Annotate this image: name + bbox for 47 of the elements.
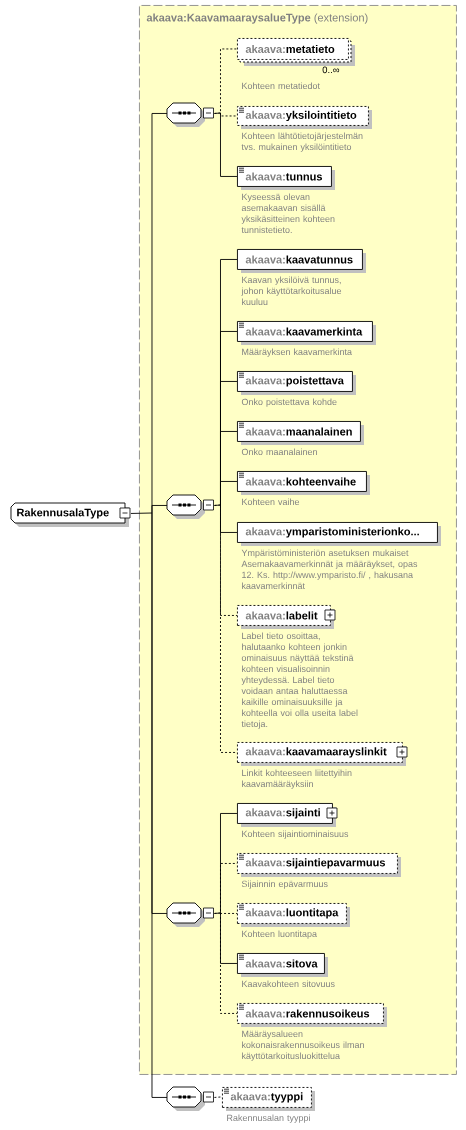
- element-box: akaava:yksilointitieto: [237, 106, 372, 129]
- description-text: Kaavan yksilöivä tunnus, johon käyttötarkoitusalue kuuluu: [241, 276, 342, 306]
- element-box: akaava:tunnus: [237, 166, 335, 190]
- element-box: akaava:kaavamerkinta: [237, 321, 376, 345]
- connector-line: [213, 504, 238, 753]
- element-box: akaava:poistettava: [237, 371, 356, 395]
- element-box: akaava:labelit: [237, 605, 336, 629]
- element-box: akaava:luontitapa: [237, 903, 350, 927]
- description-text: Onko maanalainen: [241, 448, 317, 456]
- element-box: akaava:metatieto: [237, 38, 355, 66]
- element-box: akaava:ymparistoministerionko...: [237, 522, 441, 546]
- description-text: Ympäristöministeriön asetuksen mukaiset Asemakaavamerkinnät ja määräykset, opas 12. Ks. http://www.ymparisto.fi/ , hakusana kaavamerkinnät: [241, 549, 418, 590]
- connector-line: [213, 1096, 223, 1098]
- element-box: akaava:kaavamaarayslinkit: [237, 742, 408, 766]
- connector-line: [213, 112, 238, 177]
- description-text: Kyseessä olevan asemakaavan sisällä yksikäsitteinen kohteen tunnistetieto.: [241, 193, 335, 234]
- element-box: akaava:kaavatunnus: [237, 249, 366, 273]
- description-text: Kohteen vaihe: [242, 498, 300, 506]
- connector-line: [213, 813, 238, 964]
- description-text: Määräysalueen kokonaisrakennusoikeus ilman käyttötarkoitusluokittelua: [242, 1030, 364, 1061]
- element-box: akaava:sijaintiepavarmuus: [237, 853, 401, 877]
- description-text: Onko poistettava kohde: [241, 398, 337, 407]
- compositor-octagon: [166, 1086, 214, 1111]
- compositor-octagon: [166, 494, 214, 519]
- description-text: Linkit kohteeseen liitettyihin kaavamääräyksiin: [242, 769, 352, 789]
- element-box: akaava:rakennusoikeus: [237, 1003, 387, 1027]
- connector-line: [130, 113, 168, 1098]
- connector-line: [213, 259, 238, 533]
- cardinality-label: 0..∞: [322, 66, 340, 74]
- description-text: Kohteen lähtötietojärjestelmän tvs. mukainen yksilöintitieto: [241, 132, 363, 152]
- element-box: akaava:tyyppi: [222, 1087, 315, 1111]
- description-text: Kohteen metatiedot: [242, 82, 320, 90]
- description-text: Sijainnin epävarmuus: [241, 880, 328, 889]
- description-text: Rakennusalan tyyppi: [227, 1114, 310, 1123]
- description-text: Kohteen sijaintiominaisuus: [242, 830, 349, 839]
- element-box: akaava:maanalainen: [237, 421, 364, 445]
- element-box: akaava:sijainti: [237, 803, 338, 827]
- description-text: Label tieto osoittaa, halutaanko kohteen jonkin ominaisuus näyttää tekstinä kohteen visualisoinnin yhteydessä. Label tieto voidaan antaa haluttaessa kaikille ominaisuuksille ja kohteella voi olla useita label tietoja.: [241, 632, 358, 729]
- description-text: Kohteen luontitapa: [242, 930, 317, 939]
- compositor-octagon: [166, 102, 214, 127]
- type-box: RakennusalaType: [10, 502, 131, 527]
- description-text: Määräyksen kaavamerkinta: [242, 348, 352, 357]
- element-box: akaava:kohteenvaihe: [237, 471, 370, 495]
- element-box: akaava:sitova: [237, 953, 328, 977]
- connector-line: [213, 863, 238, 1014]
- compositor-octagon: [166, 902, 214, 927]
- description-text: Kaavakohteen sitovuus: [242, 980, 335, 988]
